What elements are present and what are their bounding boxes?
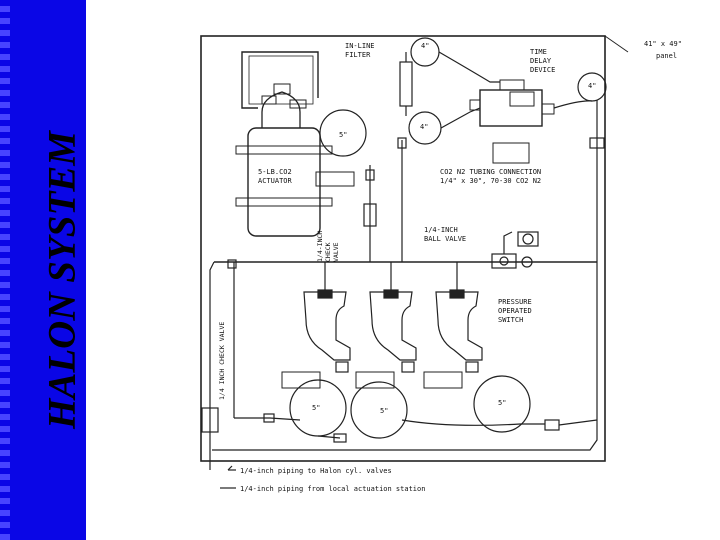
diagram-label: panel (656, 52, 677, 60)
diagram-label: 5-LB.CO2 (258, 168, 292, 176)
diagram-label: FILTER (345, 51, 371, 59)
diagram-label: 1/4" x 30", 70-30 CO2 N2 (440, 177, 541, 185)
diagram-label: 1/4-INCH (316, 231, 324, 262)
diagram-label: IN-LINE (345, 42, 375, 50)
actuator-hose (241, 51, 319, 109)
diagram-label: 5" (498, 399, 506, 407)
diagram-label: 4" (421, 42, 429, 50)
check-valve-left (201, 407, 219, 433)
halon-valve-3 (423, 289, 483, 389)
in-line-filter (399, 61, 413, 107)
diagram-label: 1/4-inch piping from local actuation sta… (240, 485, 425, 493)
diagram-label: BALL VALVE (424, 235, 466, 243)
diagram-label: 1/4-inch piping to Halon cyl. valves (240, 467, 392, 475)
diagram-label: PRESSURE (498, 298, 532, 306)
coil-actuator (319, 109, 367, 157)
diagram-label: 5" (339, 131, 347, 139)
check-valve-actuator (363, 203, 377, 227)
diagram-label: VALVE (332, 242, 340, 262)
time-delay-device (469, 79, 555, 127)
diagram-label: 4" (420, 123, 428, 131)
diagram-label: 5" (380, 407, 388, 415)
halon-valve-2 (355, 289, 417, 389)
halon-valve-1 (281, 289, 351, 389)
diagram-label: 1/4 INCH CHECK VALVE (218, 322, 226, 400)
diagram-label: DELAY (530, 57, 552, 65)
diagram-label: CHECK (324, 242, 332, 262)
diagram-labels: IN-LINE FILTER 4" TIME DELAY DEVICE 41" … (218, 40, 682, 493)
halon-system-diagram: IN-LINE FILTER 4" TIME DELAY DEVICE 41" … (200, 35, 682, 493)
diagram-label: 5" (312, 404, 320, 412)
diagram-label: CO2 N2 TUBING CONNECTION (440, 168, 541, 176)
slide-title: HALON SYSTEM (40, 131, 84, 429)
diagram-label: SWITCH (498, 316, 523, 324)
diagram-label: TIME (530, 48, 547, 56)
diagram-label: DEVICE (530, 66, 555, 74)
coil-bottom-2 (350, 381, 408, 439)
co2-actuator-cylinder (235, 83, 355, 237)
coil-bottom-3 (473, 375, 531, 433)
diagram-label: 1/4-INCH (424, 226, 458, 234)
panel-outline (200, 35, 606, 462)
sidebar-pattern-strip (0, 0, 10, 540)
sidebar-band (0, 0, 86, 540)
diagram-label: 4" (588, 82, 596, 90)
diagram-label: ACTUATOR (258, 177, 293, 185)
diagram-label: 41" x 49" (644, 40, 682, 48)
diagram-label: OPERATED (498, 307, 532, 315)
